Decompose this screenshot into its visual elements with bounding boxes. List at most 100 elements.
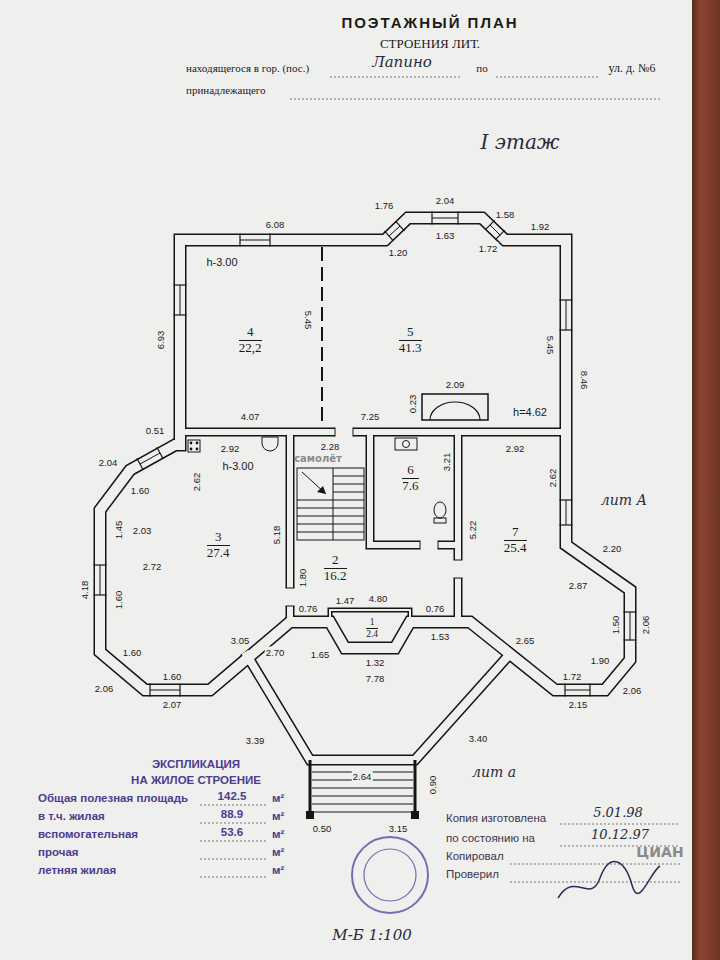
- window-glass: [630, 612, 631, 640]
- window-jamb: [239, 234, 240, 247]
- stove-burner: [196, 448, 199, 451]
- door-jamb: [286, 588, 295, 589]
- wall-cavities: [100, 218, 630, 760]
- stove-burner: [196, 442, 199, 445]
- explication-text: прочая: [38, 846, 79, 858]
- stove: [188, 440, 200, 452]
- dimension-label: 7.78: [365, 673, 386, 684]
- form-blank-line: [560, 824, 680, 825]
- dimension-label: 1.32: [365, 657, 386, 668]
- porch-step: [312, 788, 413, 789]
- window-jamb: [624, 611, 637, 612]
- dimension-label: 2.07: [162, 699, 183, 710]
- stair-step: [333, 524, 364, 525]
- form-blank-line: [290, 99, 660, 100]
- stair-arrow: [302, 472, 326, 494]
- door-jamb: [335, 428, 336, 437]
- porch-step: [312, 812, 413, 813]
- dimension-label: 1.60: [162, 671, 183, 682]
- window-glass: [100, 565, 101, 595]
- dimension-label: 1.60: [130, 485, 151, 496]
- form-field-text: Копировал: [446, 850, 504, 862]
- room-area: 7.6: [402, 479, 419, 494]
- dimension-label: 6.08: [265, 219, 286, 230]
- doors: [285, 427, 463, 606]
- dimension-label: 3.05: [230, 635, 251, 646]
- dimension-label: 2.09: [445, 379, 466, 390]
- explication-heading: НА ЖИЛОЕ СТРОЕНИЕ: [131, 774, 261, 786]
- toilet-tank: [434, 518, 446, 523]
- round-stamp-inner: [364, 849, 416, 901]
- explication-value: 142.5: [218, 790, 247, 802]
- door-jamb: [438, 541, 439, 550]
- dimension-label: 1.20: [388, 247, 409, 258]
- stair-step: [333, 476, 364, 477]
- window-glass: [240, 240, 270, 241]
- form-field-text: Проверил: [446, 868, 499, 880]
- unit-label: м²: [272, 864, 284, 876]
- window-jamb: [157, 447, 163, 458]
- window-jamb: [560, 524, 573, 525]
- dimension-label: 2.64: [352, 771, 373, 782]
- door-jamb: [353, 428, 354, 437]
- wall-cavity: [370, 432, 458, 545]
- stove-burner: [190, 448, 193, 451]
- window-jamb: [589, 684, 590, 697]
- window-jamb: [179, 684, 180, 697]
- room-area: 41.3: [399, 341, 422, 356]
- explication-text: Общая полезная площадь: [38, 792, 188, 804]
- stair-step: [333, 508, 364, 509]
- height-label: h-3.00: [221, 460, 254, 472]
- room-area: 16.2: [324, 569, 347, 584]
- window-jamb: [396, 221, 405, 231]
- toilet: [434, 502, 446, 518]
- dimension-label: 1.63: [435, 230, 456, 241]
- window-glass: [140, 453, 160, 464]
- dimension-label: 2.15: [568, 699, 589, 710]
- stair-step: [333, 492, 364, 493]
- stair-step: [333, 500, 364, 501]
- window-glass: [566, 500, 567, 525]
- dimension-label: 2.28: [320, 441, 341, 452]
- dimension-label: 6.93: [155, 330, 166, 351]
- height-label: h=4.62: [512, 406, 548, 418]
- explication-value: 53.6: [221, 826, 243, 838]
- room-number: 1: [366, 617, 378, 629]
- dimension-label: 1.72: [478, 243, 499, 254]
- door-gap: [420, 540, 438, 550]
- dimension-label: 1.92: [530, 221, 551, 232]
- scale-note: М-Б 1:100: [332, 926, 411, 944]
- room-number: 7: [504, 525, 527, 541]
- dimension-label: 0.76: [298, 603, 319, 614]
- door-jamb: [286, 606, 295, 607]
- watermark: самолёт: [294, 453, 342, 464]
- dimension-label: 2.20: [602, 543, 623, 554]
- window-jamb: [149, 684, 150, 697]
- form-blank-line: [330, 77, 460, 78]
- window-jamb: [564, 684, 565, 697]
- form-field-text: по: [476, 62, 487, 74]
- signature: [558, 862, 660, 898]
- form-field-text: ул. д. №6: [608, 61, 655, 76]
- windows: [94, 212, 637, 697]
- dimension-label: 2.62: [191, 472, 202, 493]
- door-gap: [335, 427, 353, 437]
- dimension-label: 2.72: [142, 561, 163, 572]
- dimension-label: 3.21: [441, 452, 452, 473]
- dimension-label: 5.45: [303, 310, 314, 331]
- window-jamb: [457, 212, 458, 225]
- window-jamb: [94, 594, 107, 595]
- dimension-label: 0.50: [312, 823, 333, 834]
- dimension-label: 2.70: [265, 647, 286, 658]
- dimension-label: 2.03: [132, 525, 153, 536]
- partition-dashed: [321, 247, 323, 427]
- dimension-label: 7.25: [360, 411, 381, 422]
- washbasin: [395, 438, 417, 450]
- washbasin-bowl: [403, 441, 410, 448]
- stair-step: [297, 532, 333, 533]
- stair-arrowhead: [317, 486, 326, 494]
- room-number: 2: [324, 553, 347, 569]
- dimension-label: 2.04: [435, 195, 456, 206]
- dimension-label: 2.62: [547, 468, 558, 489]
